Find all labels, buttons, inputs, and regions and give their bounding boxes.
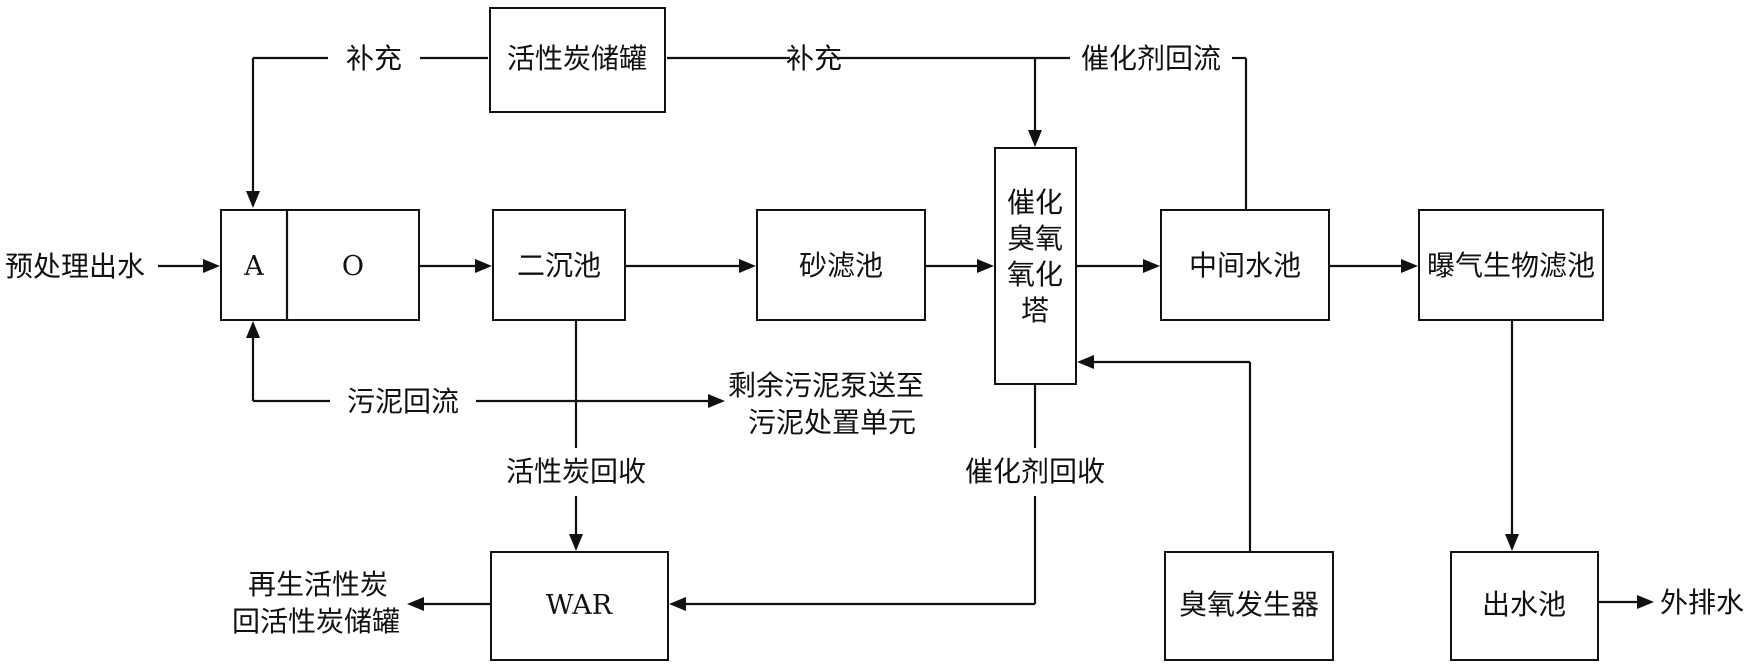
carbon-tank-box: 活性炭储罐 <box>489 7 666 113</box>
arrowhead <box>1505 534 1519 551</box>
tower-label-line3: 氧化 <box>1007 258 1063 291</box>
arrowhead <box>407 597 424 611</box>
baf-label: 曝气生物滤池 <box>1427 249 1595 282</box>
intermediate-pool-label: 中间水池 <box>1189 249 1301 282</box>
excess-sludge-label-line1: 剩余污泥泵送至 <box>728 369 924 402</box>
arrowhead <box>1028 130 1042 147</box>
excess-sludge-label-line2: 污泥处置单元 <box>748 406 916 439</box>
tower-label-line4: 塔 <box>1021 294 1049 327</box>
intermediate-pool-box: 中间水池 <box>1160 209 1330 321</box>
secondary-clarifier-box: 二沉池 <box>492 209 626 321</box>
discharge-label: 外排水 <box>1660 586 1744 619</box>
ozone-generator-box: 臭氧发生器 <box>1164 551 1334 661</box>
arrowhead <box>475 259 492 273</box>
arrowhead <box>203 259 220 273</box>
ao-tank-box: A O <box>220 209 420 321</box>
baf-box: 曝气生物滤池 <box>1418 209 1604 321</box>
sand-filter-box: 砂滤池 <box>756 209 926 321</box>
regen-carbon-label-line1: 再生活性炭 <box>248 568 388 601</box>
supplement-right-label: 补充 <box>786 42 842 75</box>
carbon-recovery-label: 活性炭回收 <box>506 455 646 488</box>
regen-carbon-label-line2: 回活性炭储罐 <box>232 605 400 638</box>
arrowhead <box>569 534 583 551</box>
tower-label-line2: 臭氧 <box>1007 222 1063 255</box>
arrowhead <box>246 321 260 338</box>
arrowhead <box>669 597 686 611</box>
sand-filter-label: 砂滤池 <box>799 249 883 282</box>
effluent-pool-box: 出水池 <box>1450 551 1599 661</box>
carbon-tank-label: 活性炭储罐 <box>507 42 647 75</box>
war-box: WAR <box>490 551 669 661</box>
catalyst-recovery-label: 催化剂回收 <box>965 455 1105 488</box>
arrowhead <box>246 191 260 208</box>
arrowhead <box>1637 595 1654 609</box>
sludge-reflux-label: 污泥回流 <box>347 385 459 418</box>
ao-a-label: A <box>243 251 264 282</box>
arrowhead <box>708 394 725 408</box>
arrowhead <box>739 259 756 273</box>
tower-label-line1: 催化 <box>1007 186 1063 219</box>
arrowhead <box>1143 259 1160 273</box>
ao-o-label: O <box>342 251 364 282</box>
catalytic-ozonation-tower-box: 催化 臭氧 氧化 塔 <box>994 147 1077 385</box>
supplement-left-label: 补充 <box>346 42 402 75</box>
influent-label: 预处理出水 <box>5 250 145 283</box>
war-label: WAR <box>546 590 613 621</box>
arrowhead <box>977 259 994 273</box>
secondary-clarifier-label: 二沉池 <box>517 249 601 282</box>
arrowhead <box>1077 355 1094 369</box>
catalyst-reflux-label: 催化剂回流 <box>1081 42 1221 75</box>
ozone-generator-label: 臭氧发生器 <box>1179 588 1319 621</box>
effluent-pool-label: 出水池 <box>1482 588 1566 621</box>
arrowhead <box>1401 259 1418 273</box>
